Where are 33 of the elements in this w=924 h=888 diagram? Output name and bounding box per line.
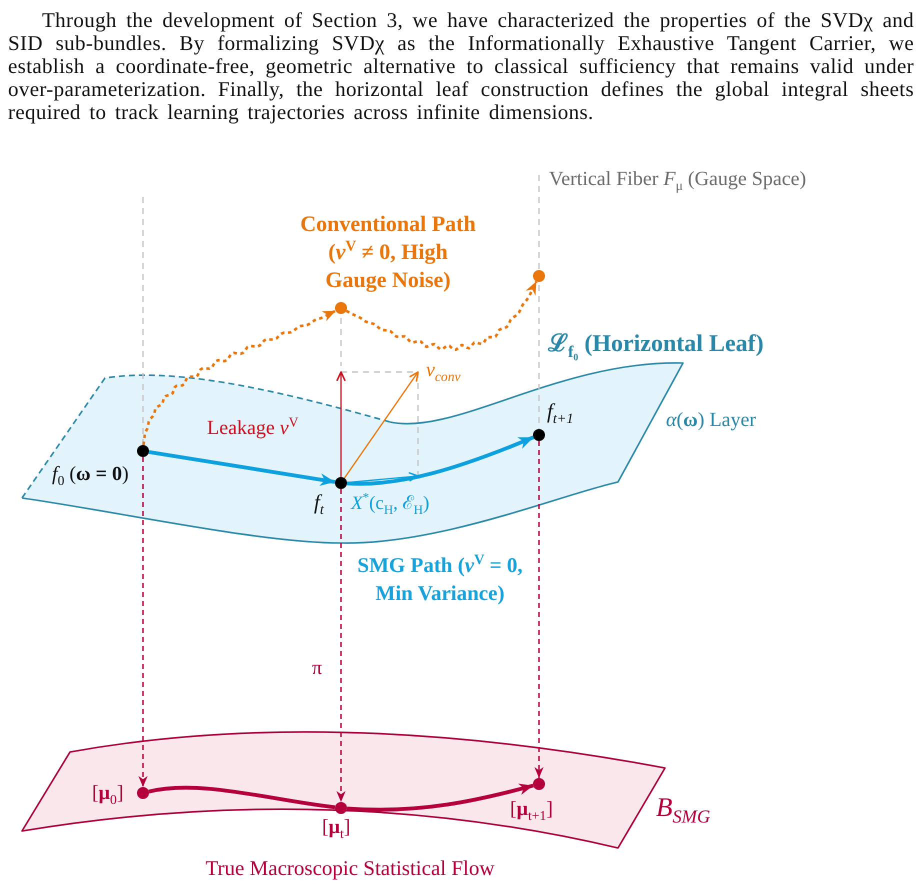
vector-arrow — [346, 472, 419, 484]
edge-label: X$^{*}$(c$_{H}$, ℰ$_{H}$) — [351, 492, 430, 515]
layer-label: α(ω) Layer — [666, 408, 756, 432]
smg-path-arrow — [148, 450, 336, 486]
conventional-path-arrow — [142, 310, 336, 446]
intro-paragraph: Through the development of Section 3, we have characterized the properties of the SVDχ and SID sub-bundles. By formalizing SVDχ as the Informationally Exhaustive Tangent Carrier, we establish a coordinate-free, geometric alternative to classical sufficiency that remains valid under over-parameterization. Finally, the horizontal leaf construction defines the global integral sheets required to track learning trajectories across infinite dimensions. — [8, 9, 914, 124]
flow-caption: True Macroscopic Statistical Flow — [204, 856, 496, 881]
vector-arrow — [344, 371, 419, 478]
point-dot — [335, 302, 347, 314]
edge-label: Leakage v$^{V}$ — [207, 416, 298, 440]
projection-arrow — [138, 457, 148, 787]
point-label: f$_{t}$ — [314, 490, 324, 515]
point-label: f$_{0}$ (ω = 0) — [52, 462, 129, 486]
point-label: f$_{t+1}$ — [547, 399, 574, 424]
leaf-label: ℒ$_{f₀}$ (Horizontal Leaf) — [548, 330, 764, 359]
smg-path-arrow — [346, 436, 534, 486]
path-label: SMG Path (v$^{V}$ = 0, Min Variance) — [356, 551, 524, 607]
point-label: [μ$_{0}$] — [92, 781, 124, 805]
manifold-label: B$_{SMG}$ — [656, 791, 710, 823]
projection-arrow — [336, 489, 346, 802]
projection-arrow — [534, 441, 544, 778]
edge-label: v$_{conv}$ — [426, 358, 461, 382]
fiber-label: Vertical Fiber F$_{μ}$ (Gauge Space) — [549, 167, 806, 191]
point-label: [μ$_{t+1}$] — [510, 797, 553, 821]
edge-label: π — [312, 656, 322, 680]
path-label: Conventional Path (v$^{V}$ ≠ 0, High Gauge Noise) — [299, 210, 477, 294]
flow-arrow — [346, 784, 534, 812]
flow-curve — [148, 786, 336, 810]
conventional-path-arrow — [346, 280, 538, 352]
leakage-arrow — [336, 371, 346, 477]
point-dot — [533, 270, 545, 282]
point-label: [μ$_{t}$] — [322, 815, 350, 839]
point-dot — [335, 802, 347, 814]
